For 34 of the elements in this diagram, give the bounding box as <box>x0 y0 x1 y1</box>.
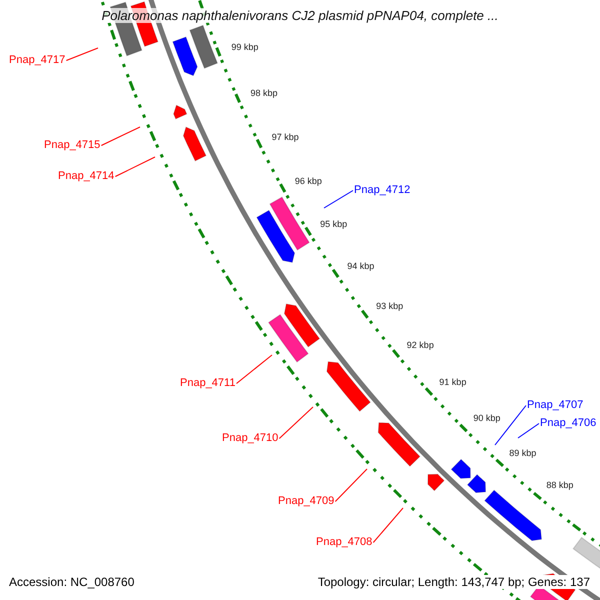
leader-line <box>100 126 140 146</box>
scale-label: 92 kbp <box>406 340 434 351</box>
leader-line <box>518 423 540 438</box>
gene-label: Pnap_4712 <box>354 184 410 197</box>
scale-label: 88 kbp <box>546 480 574 492</box>
scale-label: 95 kbp <box>320 219 348 230</box>
gene-label: Pnap_4709 <box>278 495 334 508</box>
gene-label: Pnap_4714 <box>58 170 114 183</box>
scale-label: 91 kbp <box>439 377 466 388</box>
scale-label: 90 kbp <box>473 413 500 424</box>
scale-label: 93 kbp <box>376 300 404 312</box>
scale-label: 89 kbp <box>509 448 536 459</box>
leader-line <box>334 468 368 502</box>
scale-label: 96 kbp <box>294 176 322 188</box>
leader-line <box>494 405 526 446</box>
scale-label: 98 kbp <box>250 88 278 99</box>
gene-label: Pnap_4715 <box>44 139 100 152</box>
gene-label: Pnap_4711 <box>180 377 236 390</box>
accession-text: Accession: NC_008760 <box>9 575 134 589</box>
gene-label: Pnap_4707 <box>527 399 584 412</box>
gene-label: Pnap_4706 <box>540 417 596 430</box>
scale-label: 99 kbp <box>231 42 258 53</box>
leader-line <box>278 406 314 439</box>
gene-label: Pnap_4708 <box>316 536 372 549</box>
leader-line <box>66 48 98 61</box>
summary-text: Topology: circular; Length: 143,747 bp; Genes: 137 <box>318 575 590 589</box>
scale-label: 94 kbp <box>347 260 374 272</box>
gene-label: Pnap_4710 <box>222 432 278 445</box>
leader-line <box>114 156 156 177</box>
scale-label: 97 kbp <box>272 132 299 144</box>
leader-line <box>324 190 354 208</box>
gene-label: Pnap_4717 <box>9 54 66 67</box>
leader-line <box>372 508 404 543</box>
leader-line <box>236 354 272 384</box>
